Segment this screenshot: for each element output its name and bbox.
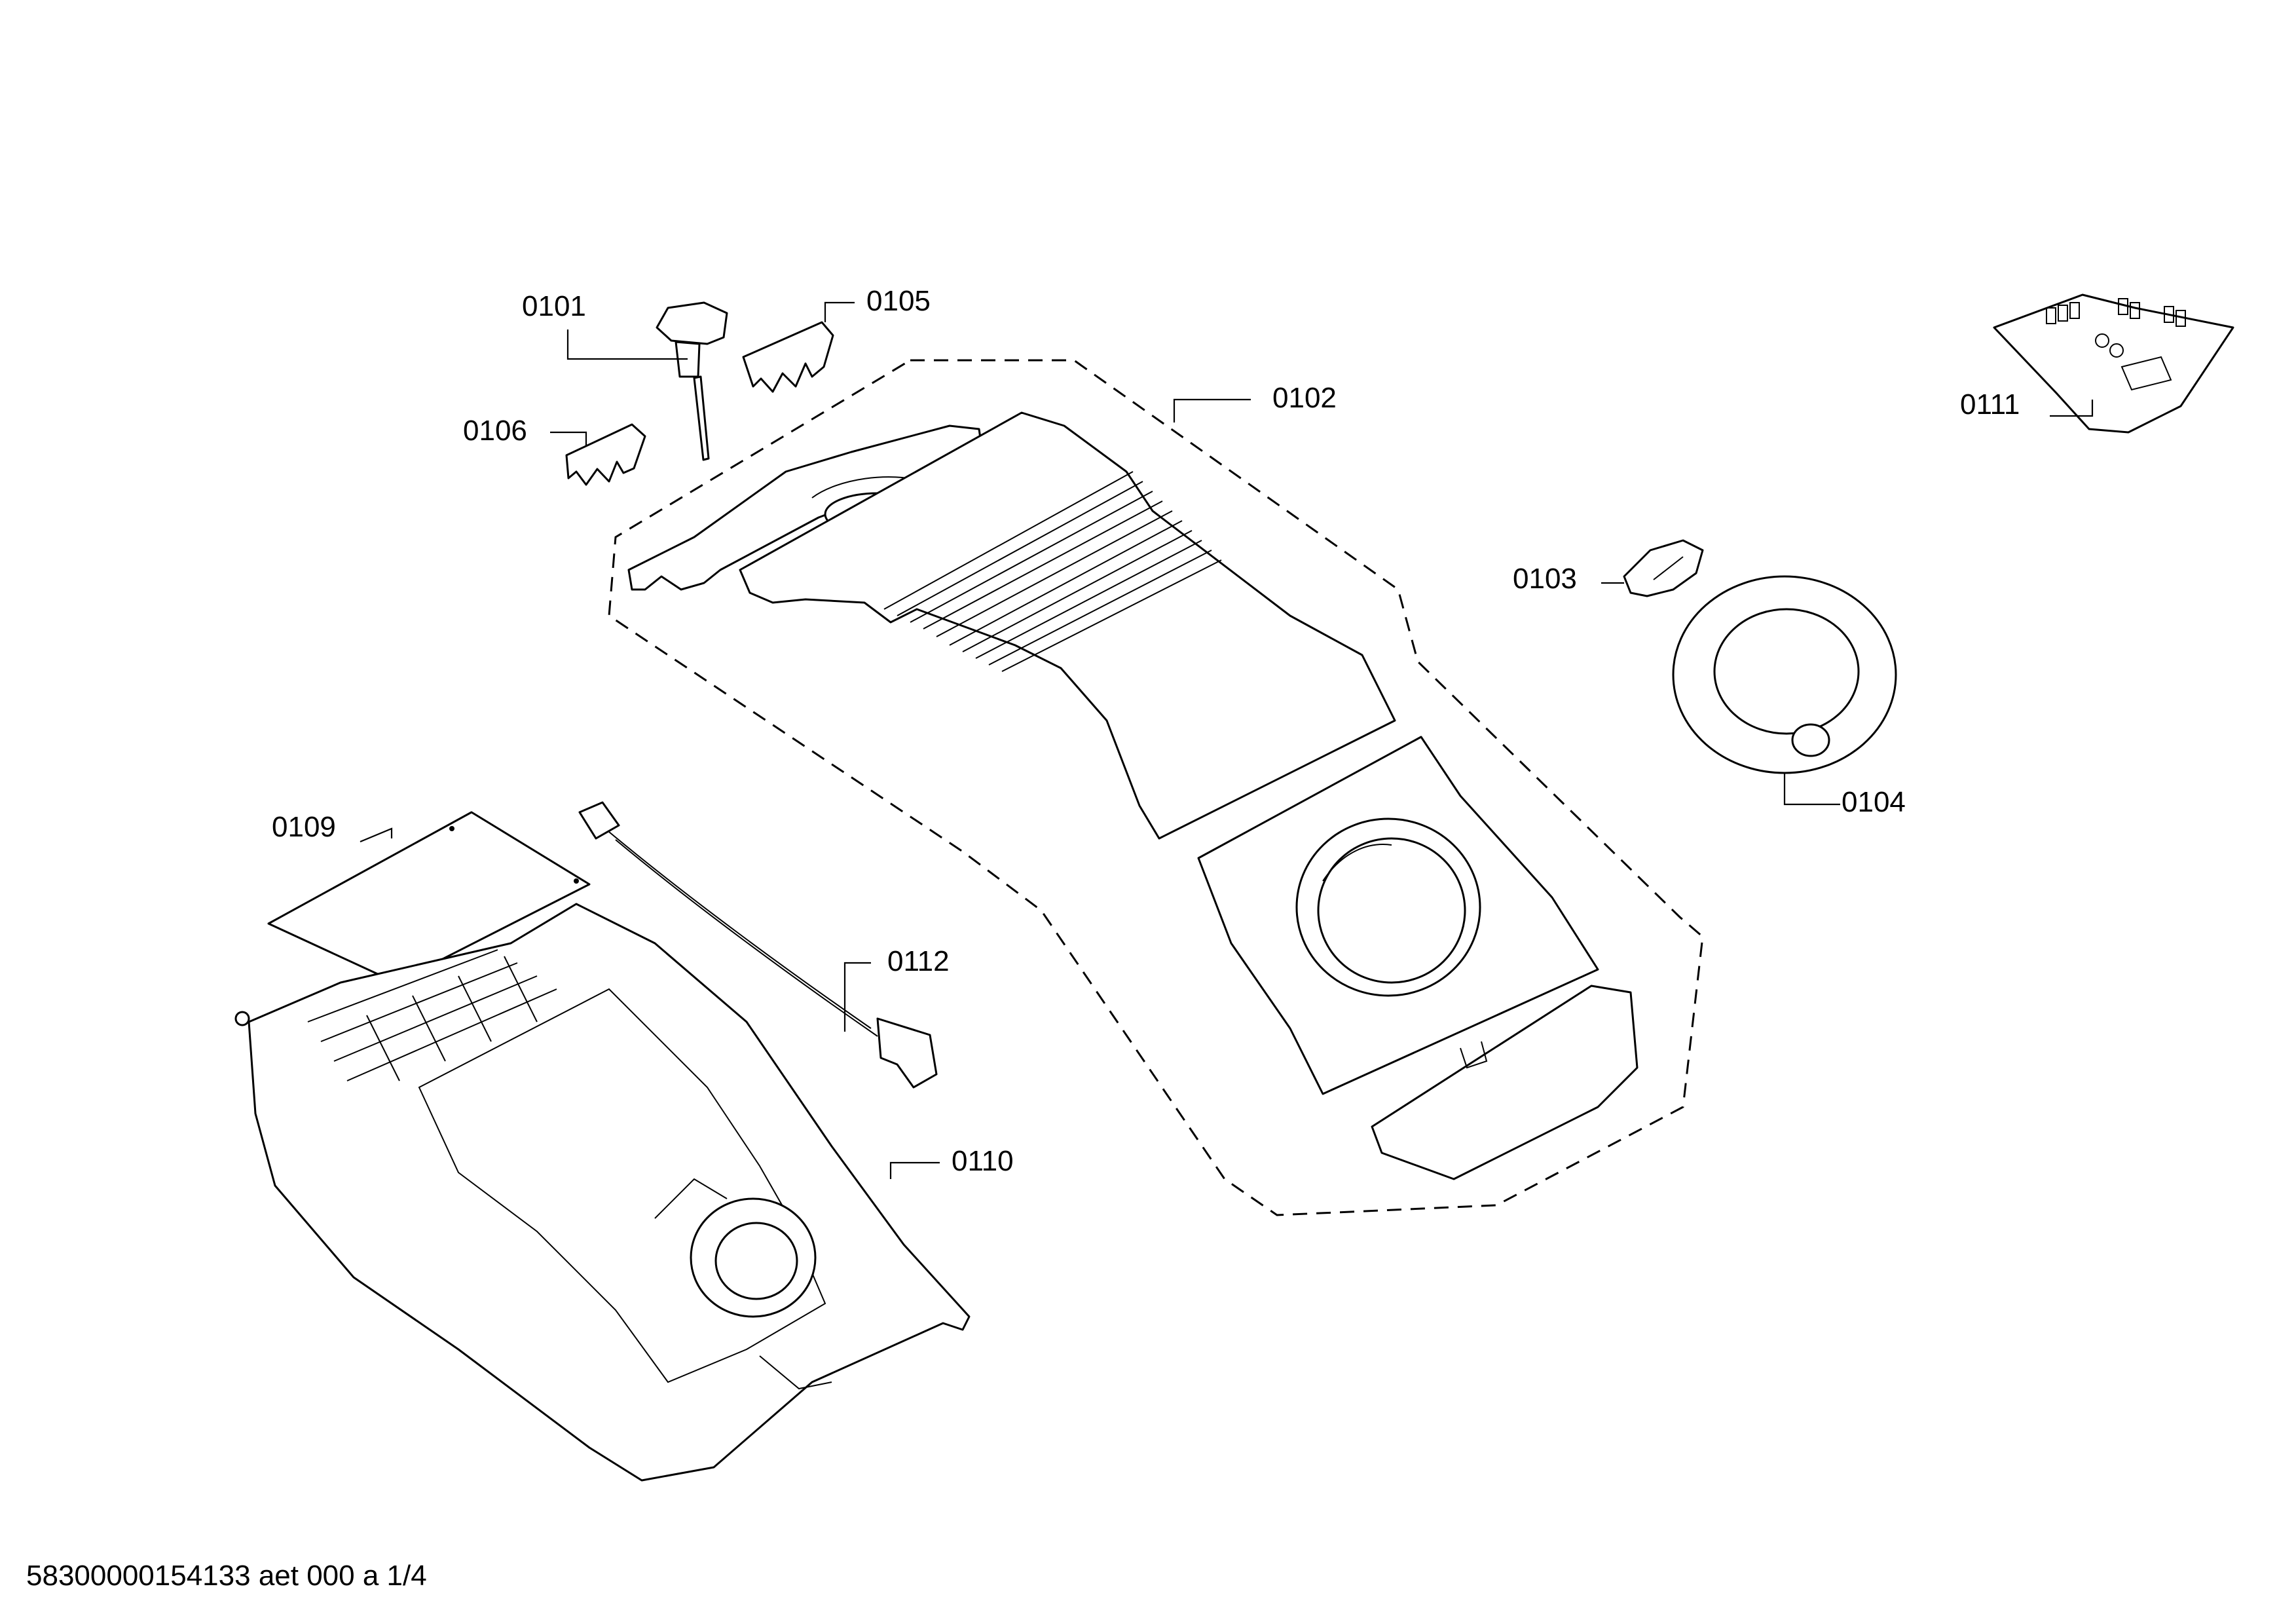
label-0112: 0112	[887, 945, 950, 977]
label-0111: 0111	[1960, 388, 2020, 421]
label-0105: 0105	[866, 285, 931, 317]
part-labels: 0101 0105 0106 0102 0111 0103 0104 0109 …	[272, 285, 2020, 1177]
bag-content-connectors	[2046, 298, 2186, 391]
part-0106-clip	[565, 423, 646, 486]
top-cover	[739, 411, 1396, 840]
label-0101: 0101	[522, 290, 586, 322]
part-0103-knob	[1623, 539, 1704, 597]
part-0112-cable	[578, 801, 938, 1089]
part-0105-clip	[742, 321, 834, 393]
document-id-footer: 58300000154133 aet 000 a 1/4	[26, 1560, 427, 1592]
housing-vent-grid	[307, 949, 557, 1081]
leader-lines	[360, 301, 2094, 1179]
part-0110-housing	[234, 903, 971, 1482]
part-0102-assembly	[627, 411, 1639, 1180]
part-0104-ring	[1672, 575, 1897, 774]
label-0104: 0104	[1842, 786, 1906, 818]
label-0110: 0110	[952, 1145, 1014, 1177]
label-0109: 0109	[272, 811, 336, 843]
label-0102: 0102	[1272, 382, 1337, 414]
label-0106: 0106	[463, 415, 527, 447]
part-0109-plate	[267, 811, 591, 984]
part-0111-parts-bag	[1993, 293, 2234, 434]
bottom-flap	[1371, 985, 1639, 1180]
part-0101-knob	[656, 301, 728, 461]
top-cover-vents	[883, 471, 1222, 672]
label-0103: 0103	[1513, 563, 1577, 595]
